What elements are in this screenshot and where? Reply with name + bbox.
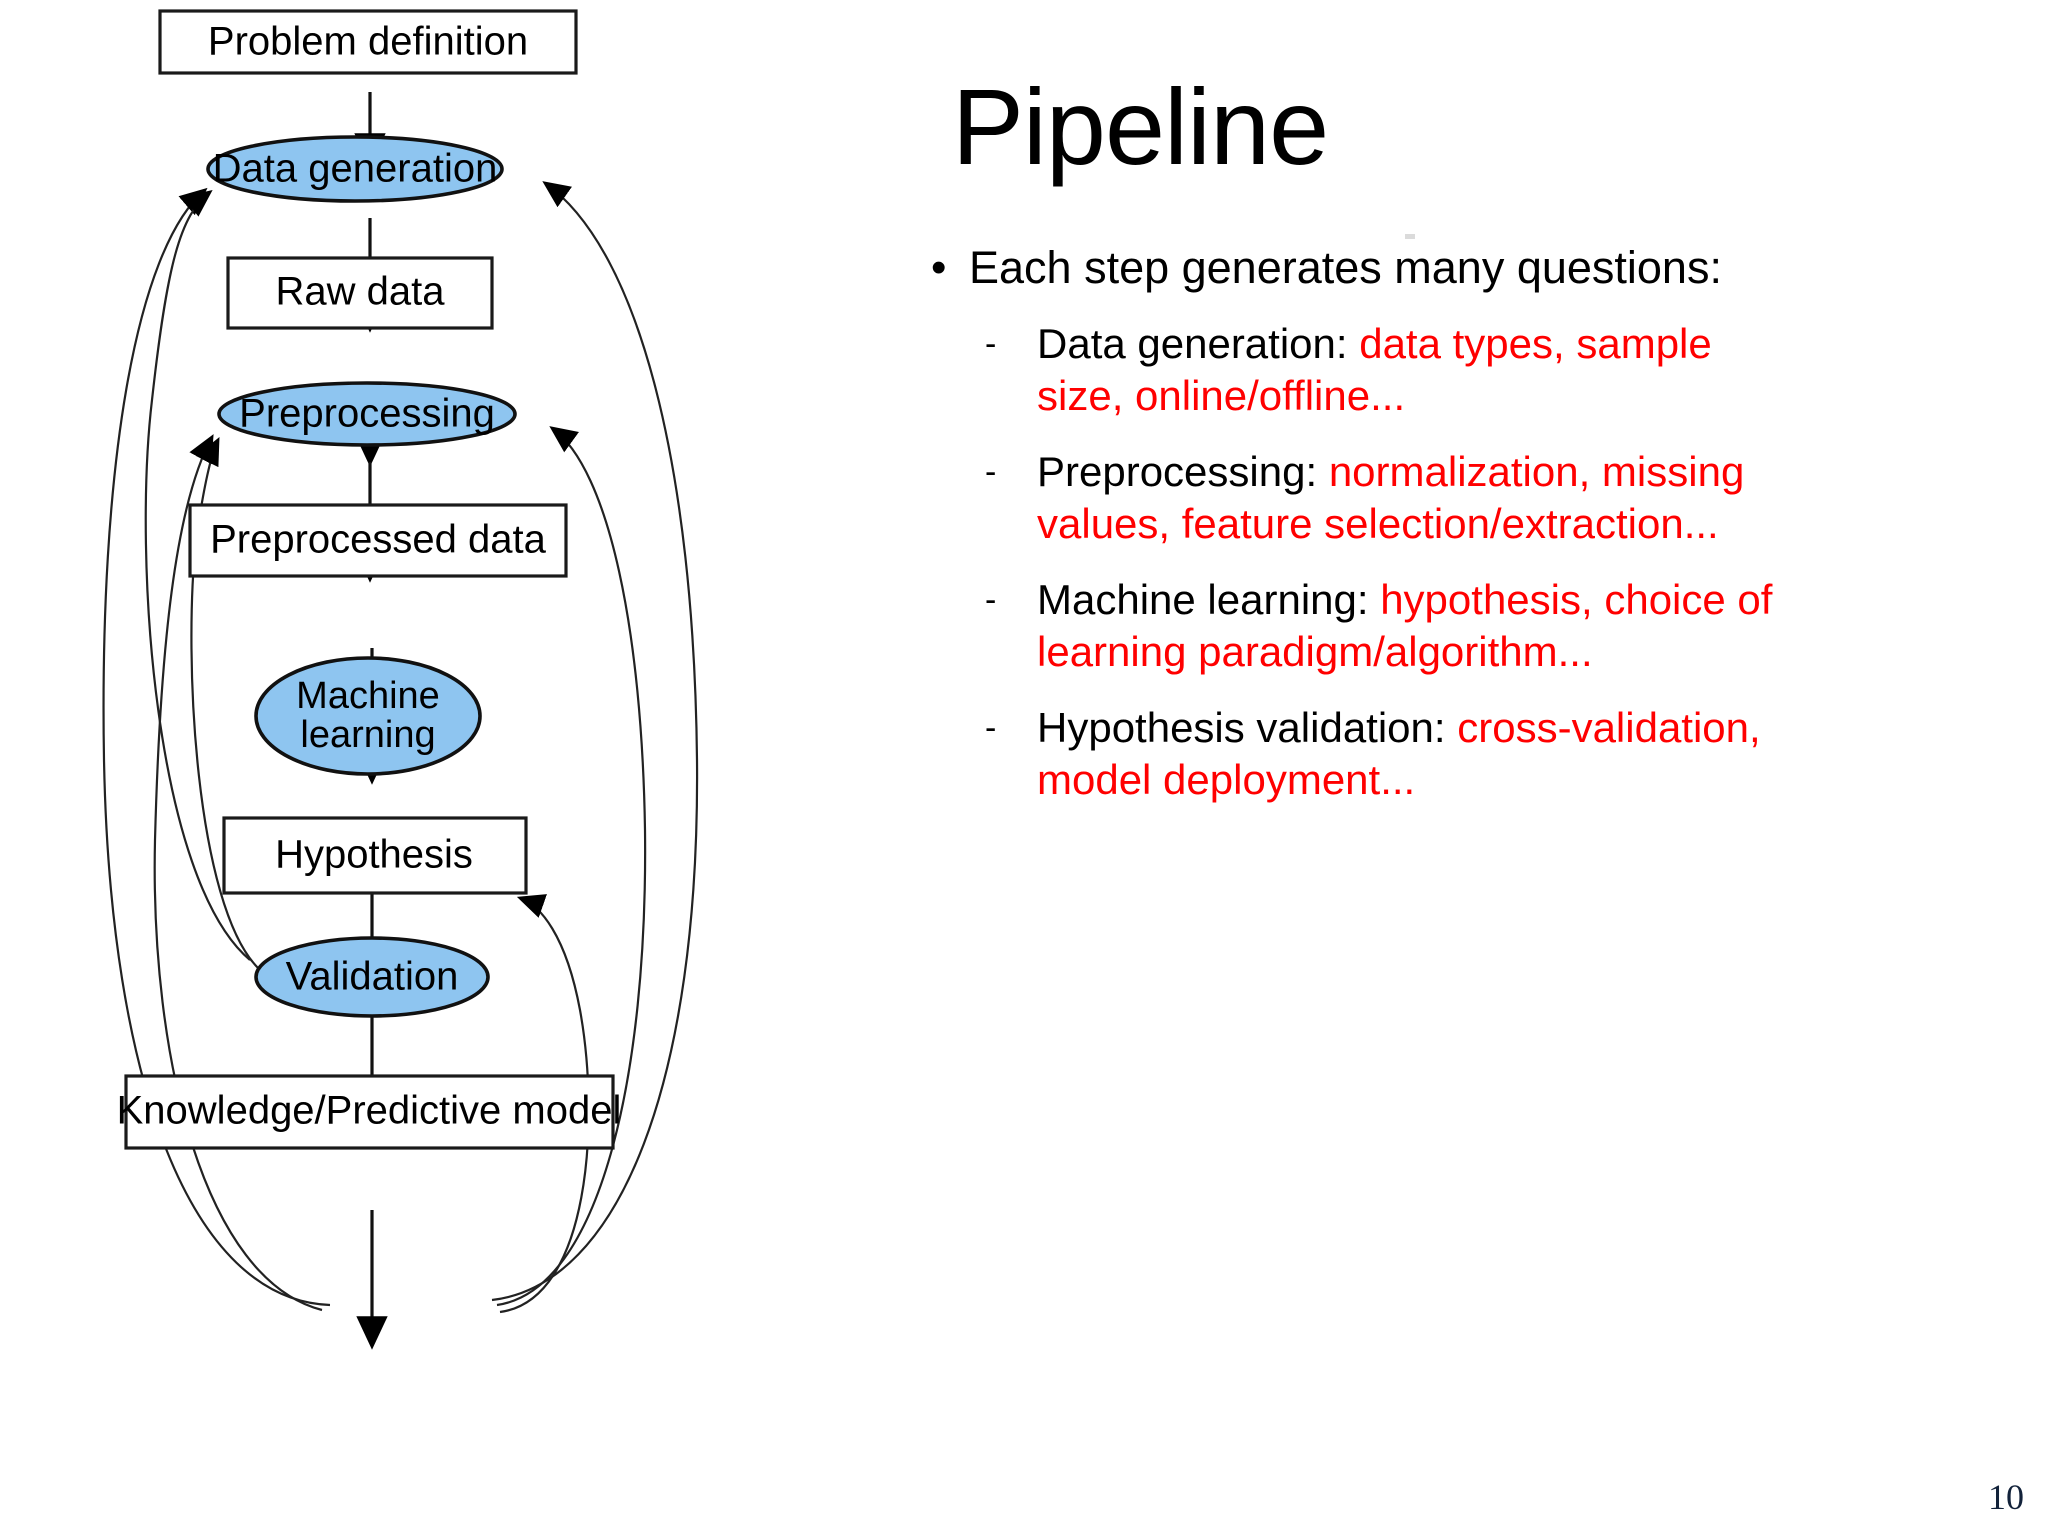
bullet-item-preprocessing: - Preprocessing: normalization, missing … [985, 446, 2048, 550]
node-problem-definition[interactable]: Problem definition [158, 9, 578, 75]
bullet-item-hypothesis-validation: - Hypothesis validation: cross-validatio… [985, 702, 2048, 806]
dash-marker-icon: - [985, 709, 997, 747]
bullet-item-data-generation: - Data generation: data types, sample si… [985, 318, 2048, 422]
pipeline-flowchart: Problem definition Data generation Raw d… [0, 0, 900, 1536]
dash-marker-icon: - [985, 581, 997, 619]
bullet-list: • Each step generates many questions: - … [905, 240, 2048, 830]
bullet-item-label: Data generation: [1037, 320, 1360, 367]
bullet-level1-text: Each step generates many questions: [969, 242, 1722, 293]
bullet-item-detail: data types, sample size, online/offline.… [1037, 320, 1712, 419]
node-label-data-generation: Data generation [213, 147, 498, 191]
edge-machine-learning-to-preprocessing [190, 437, 259, 969]
node-label-problem-definition: Problem definition [208, 20, 528, 64]
edge-machine-learning-to-data-generation [144, 189, 251, 961]
bullet-item-text: Data generation: data types, sample size… [1037, 318, 1777, 422]
node-label-machine-learning-line2: learning [300, 714, 435, 756]
node-label-hypothesis: Hypothesis [275, 833, 473, 877]
node-knowledge-predictive-model[interactable]: Knowledge/Predictive model [117, 1074, 622, 1150]
bullet-item-detail: cross-validation, model deployment... [1037, 704, 1761, 803]
node-label-knowledge-predictive-model: Knowledge/Predictive model [117, 1089, 622, 1133]
node-machine-learning[interactable]: Machine learning [254, 656, 482, 776]
edge-validation-to-machine-learning-right [499, 894, 590, 1314]
node-preprocessing[interactable]: Preprocessing [217, 381, 517, 447]
bullet-item-label: Machine learning: [1037, 576, 1381, 623]
node-preprocessed-data[interactable]: Preprocessed data [188, 503, 568, 578]
bullet-level1: • Each step generates many questions: [923, 240, 2048, 296]
node-label-machine-learning-line1: Machine [296, 675, 440, 717]
node-label-preprocessing: Preprocessing [239, 392, 495, 436]
edge-validation-to-data-generation [102, 187, 331, 1307]
node-validation[interactable]: Validation [254, 936, 490, 1018]
bullet-item-text: Hypothesis validation: cross-validation,… [1037, 702, 1777, 806]
page-title: Pipeline [951, 66, 1329, 187]
dash-marker-icon: - [985, 325, 997, 363]
node-raw-data[interactable]: Raw data [226, 256, 494, 330]
scan-artifact-speck [1405, 234, 1415, 239]
edge-validation-to-preprocessing [153, 434, 323, 1312]
node-label-validation: Validation [286, 955, 459, 999]
bullet-item-label: Hypothesis validation: [1037, 704, 1458, 751]
bullet-sublist: - Data generation: data types, sample si… [985, 318, 2048, 806]
bullet-marker-icon: • [931, 243, 947, 292]
bullet-item-label: Preprocessing: [1037, 448, 1329, 495]
flowchart-canvas: Problem definition Data generation Raw d… [102, 9, 699, 1350]
content-column: Pipeline • Each step generates many ques… [905, 0, 2048, 1536]
node-hypothesis[interactable]: Hypothesis [222, 816, 528, 895]
bullet-item-machine-learning: - Machine learning: hypothesis, choice o… [985, 574, 2048, 678]
bullet-item-text: Machine learning: hypothesis, choice of … [1037, 574, 1777, 678]
bullet-item-detail: normalization, missing values, feature s… [1037, 448, 1745, 547]
page-number: 10 [1988, 1477, 2024, 1517]
bullet-item-detail: hypothesis, choice of learning paradigm/… [1037, 576, 1773, 675]
edge-validation-to-data-generation-right [491, 181, 699, 1302]
node-label-raw-data: Raw data [276, 270, 446, 314]
bullet-item-text: Preprocessing: normalization, missing va… [1037, 446, 1777, 550]
dash-marker-icon: - [985, 453, 997, 491]
node-label-preprocessed-data: Preprocessed data [210, 518, 547, 562]
node-data-generation[interactable]: Data generation [206, 135, 504, 203]
edge-validation-to-preprocessing-right [496, 426, 647, 1307]
